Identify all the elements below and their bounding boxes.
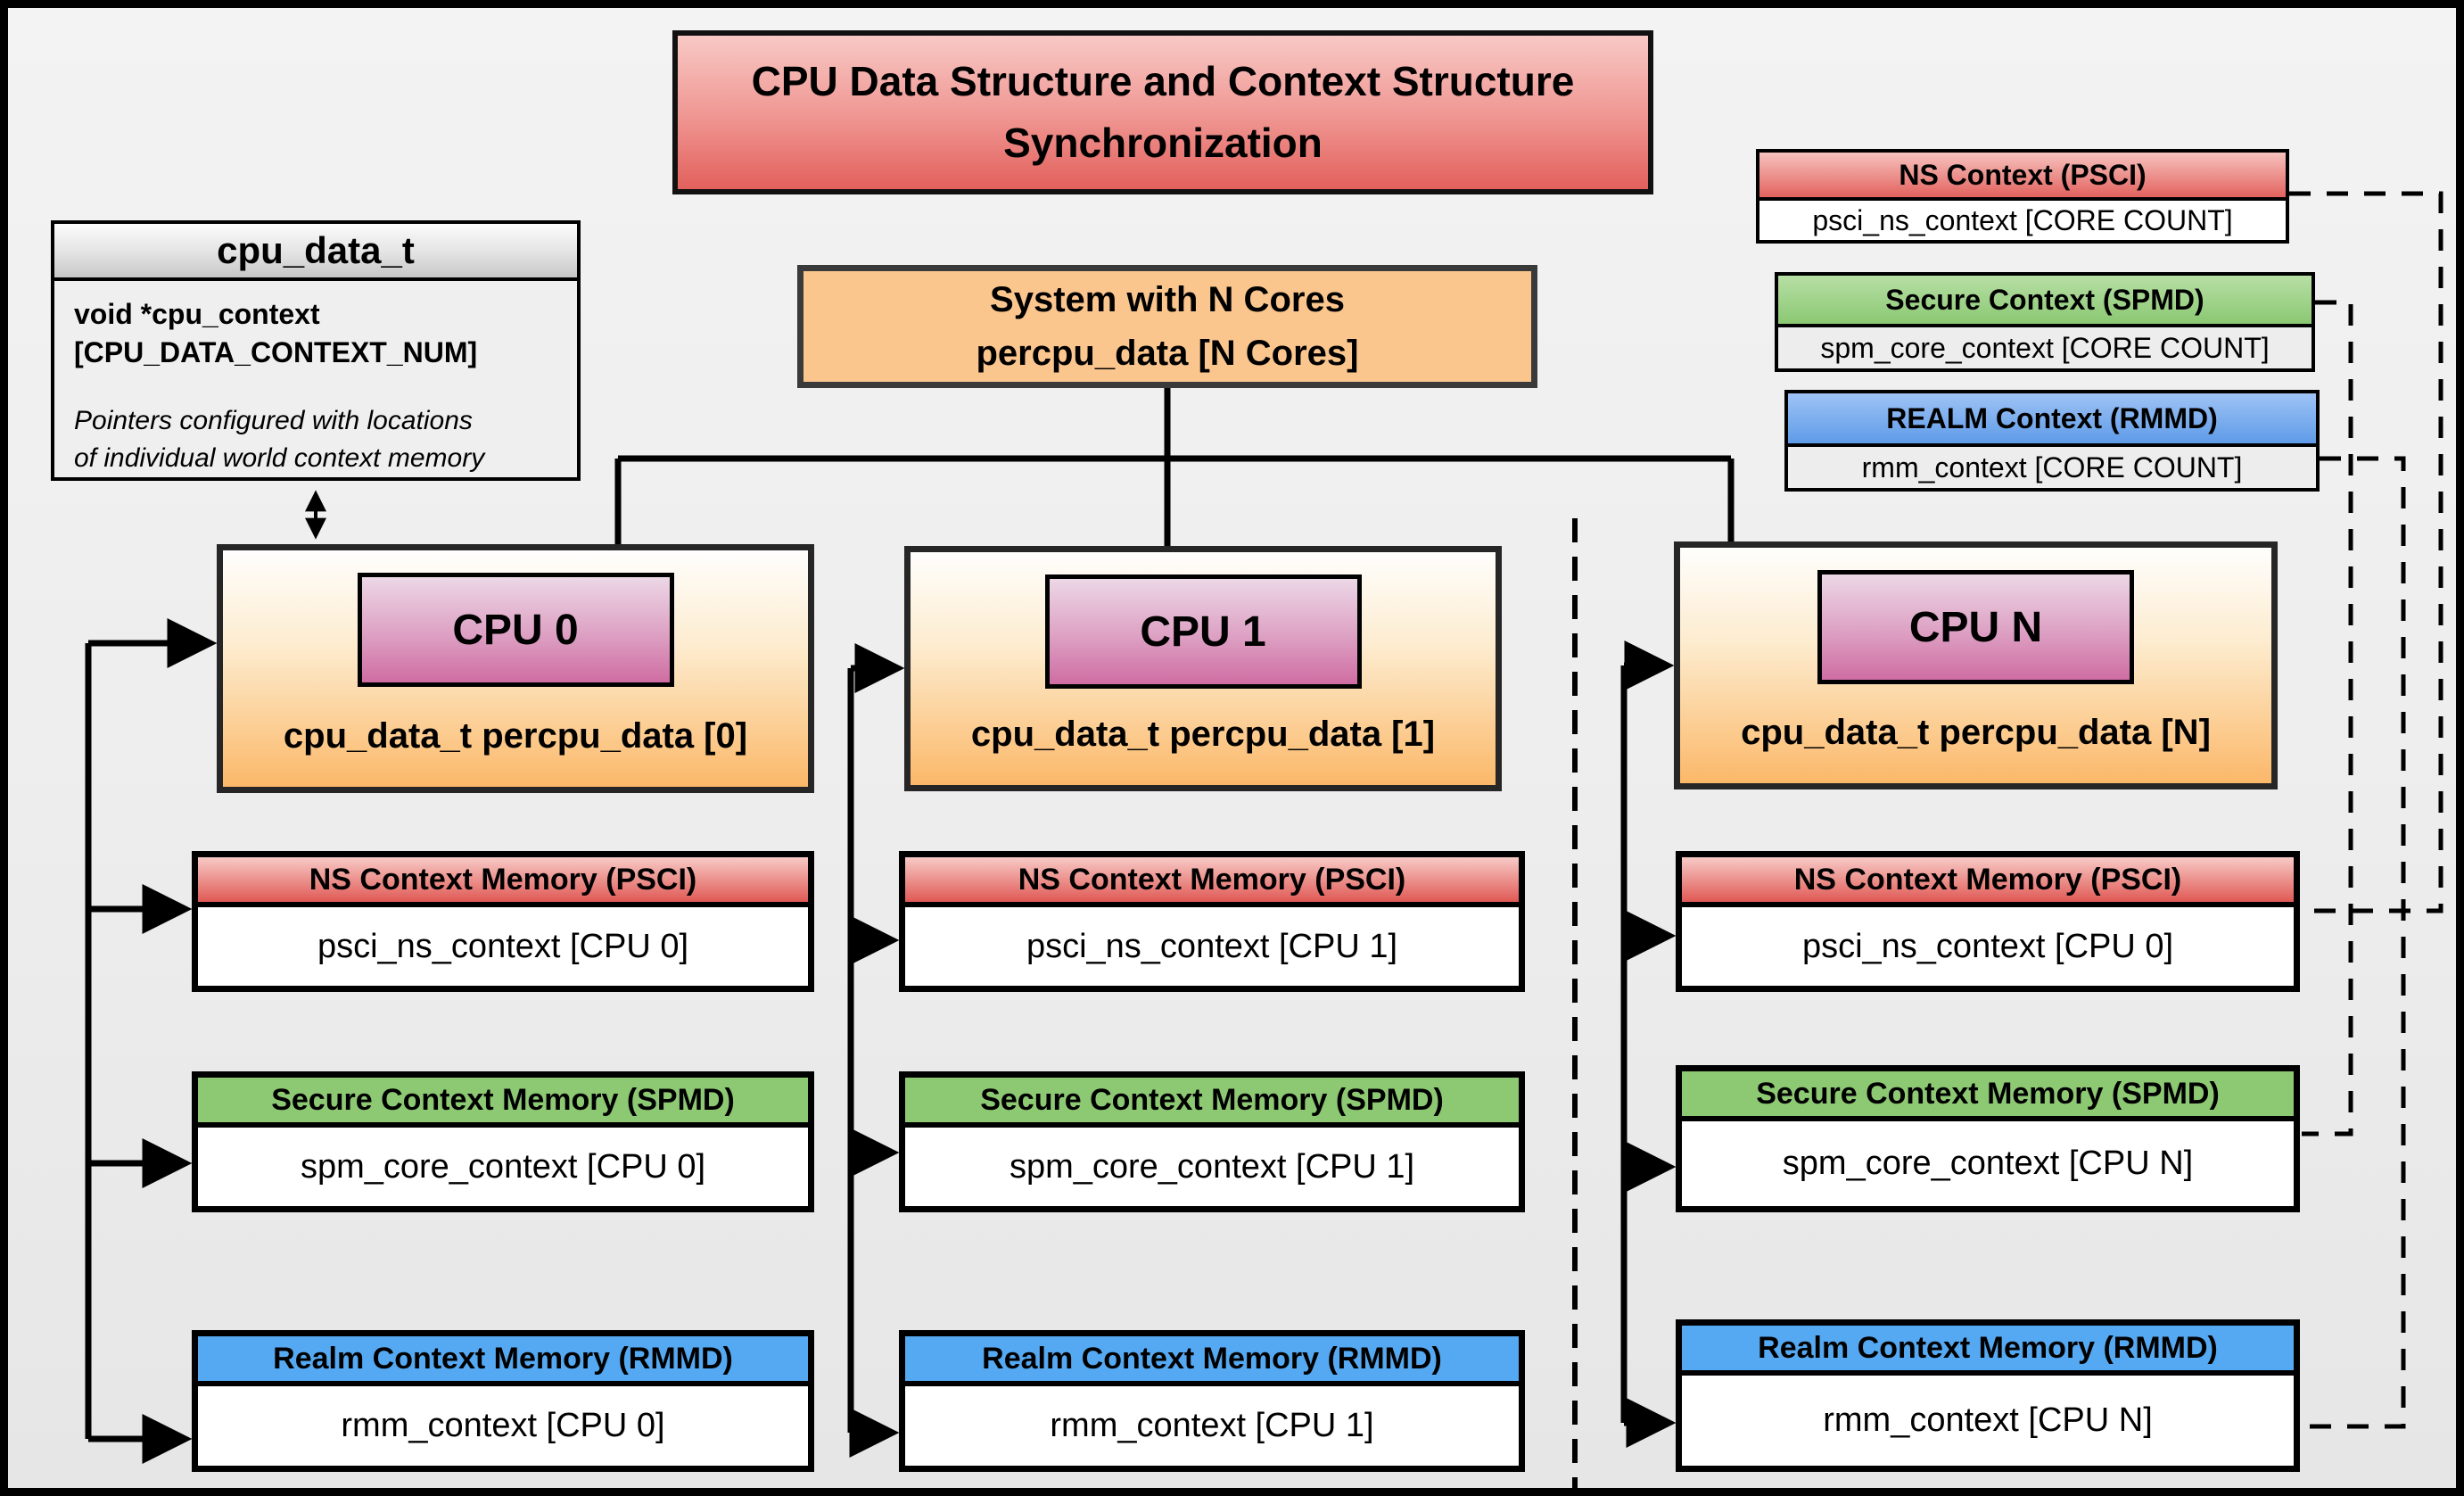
cpu0-realm-context-header: Realm Context Memory (RMMD) [198, 1336, 808, 1386]
legend-realm-context: REALM Context (RMMD) rmm_context [CORE C… [1784, 390, 2320, 492]
legend-realm-header: REALM Context (RMMD) [1788, 393, 2316, 447]
legend-secure-body: spm_core_context [CORE COUNT] [1778, 327, 2312, 368]
cpun-ns-context-header: NS Context Memory (PSCI) [1682, 857, 2294, 907]
connector-layer [85, 191, 2443, 1488]
cpun-box: CPU N cpu_data_t percpu_data [N] [1674, 541, 2278, 789]
secure-legend-link-dashed [2302, 300, 2353, 1136]
diagram-title: CPU Data Structure and Context Structure… [672, 30, 1653, 194]
legend-realm-body: rmm_context [CORE COUNT] [1788, 447, 2316, 488]
cpu1-box: CPU 1 cpu_data_t percpu_data [1] [904, 546, 1502, 791]
legend-secure-context: Secure Context (SPMD) spm_core_context [… [1775, 272, 2315, 372]
cpu-data-t-note: Pointers configured with locations of in… [74, 406, 485, 474]
cpu0-box: CPU 0 cpu_data_t percpu_data [0] [217, 544, 814, 793]
system-box: System with N Cores percpu_data [N Cores… [797, 265, 1537, 388]
system-stem-line [614, 387, 1735, 546]
cpu-data-t-header: cpu_data_t [54, 224, 577, 281]
cpun-chip-label: CPU N [1817, 570, 2134, 684]
cpu1-secure-context-box: Secure Context Memory (SPMD) spm_core_co… [899, 1071, 1525, 1212]
ns-legend-link-dashed [2289, 191, 2443, 913]
realm-legend-link-dashed [2302, 456, 2406, 1429]
cpun-secure-context-body: spm_core_context [CPU N] [1782, 1145, 2194, 1182]
cpu1-ns-context-body: psci_ns_context [CPU 1] [1026, 927, 1398, 965]
system-box-line1: System with N Cores [990, 280, 1345, 319]
cpun-secure-context-box: Secure Context Memory (SPMD) spm_core_co… [1676, 1065, 2300, 1212]
cpun-ns-context-box: NS Context Memory (PSCI) psci_ns_context… [1676, 851, 2300, 992]
cpun-secure-context-header: Secure Context Memory (SPMD) [1682, 1071, 2294, 1121]
cpu0-secure-context-box: Secure Context Memory (SPMD) spm_core_co… [192, 1071, 814, 1212]
cpu0-ns-context-box: NS Context Memory (PSCI) psci_ns_context… [192, 851, 814, 992]
cpu-data-t-field: void *cpu_context [CPU_DATA_CONTEXT_NUM] [74, 298, 478, 369]
cpu0-secure-context-body: spm_core_context [CPU 0] [300, 1147, 706, 1186]
cpu0-ns-context-body: psci_ns_context [CPU 0] [317, 927, 689, 965]
legend-ns-body: psci_ns_context [CORE COUNT] [1759, 201, 2286, 240]
cpu1-data-label: cpu_data_t percpu_data [1] [970, 715, 1436, 754]
cpun-realm-context-body: rmm_context [CPU N] [1823, 1401, 2153, 1439]
cpu-data-t-box: cpu_data_t void *cpu_context [CPU_DATA_C… [51, 220, 581, 481]
cpun-realm-context-header: Realm Context Memory (RMMD) [1682, 1326, 2294, 1376]
cpun-ns-context-body: psci_ns_context [CPU 0] [1801, 927, 2174, 965]
cpu1-realm-context-header: Realm Context Memory (RMMD) [905, 1336, 1519, 1386]
cpu1-ns-context-box: NS Context Memory (PSCI) psci_ns_context… [899, 851, 1525, 992]
legend-secure-header: Secure Context (SPMD) [1778, 276, 2312, 327]
cpu1-secure-context-header: Secure Context Memory (SPMD) [905, 1078, 1519, 1128]
cpun-data-label: cpu_data_t percpu_data [N] [1741, 713, 2211, 752]
cpu1-realm-context-box: Realm Context Memory (RMMD) rmm_context … [899, 1330, 1525, 1472]
cpu0-secure-context-header: Secure Context Memory (SPMD) [198, 1078, 808, 1128]
cpu0-ns-context-header: NS Context Memory (PSCI) [198, 857, 808, 907]
cpu1-chip-label: CPU 1 [1044, 574, 1362, 689]
system-box-line2: percpu_data [N Cores] [976, 334, 1359, 373]
cpu0-realm-context-body: rmm_context [CPU 0] [341, 1407, 665, 1444]
legend-ns-context: NS Context (PSCI) psci_ns_context [CORE … [1756, 149, 2289, 244]
cpu0-realm-context-box: Realm Context Memory (RMMD) rmm_context … [192, 1330, 814, 1472]
cpu1-secure-context-body: spm_core_context [CPU 1] [1009, 1147, 1415, 1186]
cpu0-chip-label: CPU 0 [357, 573, 674, 687]
cpu0-data-label: cpu_data_t percpu_data [0] [283, 716, 748, 756]
cpu1-ns-context-header: NS Context Memory (PSCI) [905, 857, 1519, 907]
cpun-realm-context-box: Realm Context Memory (RMMD) rmm_context … [1676, 1319, 2300, 1472]
legend-ns-header: NS Context (PSCI) [1759, 153, 2286, 201]
cpu-data-t-body: void *cpu_context [CPU_DATA_CONTEXT_NUM]… [54, 281, 577, 477]
cpu1-realm-context-body: rmm_context [CPU 1] [1050, 1407, 1374, 1444]
